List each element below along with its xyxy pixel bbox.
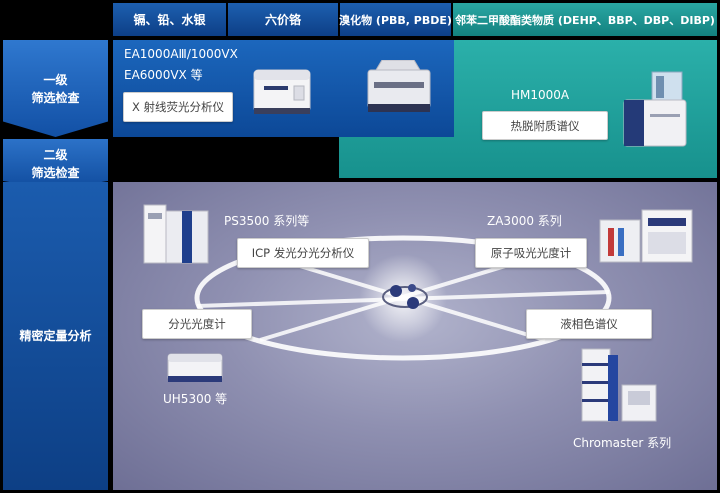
header-hexavalent-chromium: 六价铬 [228, 3, 338, 36]
za-instrument-image [599, 209, 693, 263]
analysis-ring-diagram [194, 235, 612, 361]
header-bromides: 溴化物 (PBB, PBDE) [339, 3, 452, 36]
spectrophotometer-label: 分光光度计 [142, 309, 252, 339]
xrf-models-line2: EA6000VX 等 [124, 68, 203, 82]
stage-second-screening: 二级 筛选检查 [3, 139, 108, 189]
stage-precise-analysis: 精密定量分析 [3, 182, 108, 490]
hplc-label: 液相色谱仪 [526, 309, 652, 339]
stage-first-screening: 一级 筛选检查 [3, 40, 108, 137]
aas-label: 原子吸光光度计 [475, 238, 587, 268]
chromaster-instrument-image [581, 348, 657, 422]
xrf-instrument-ea6000-image [367, 60, 431, 112]
xrf-analyzer-label: X 射线荧光分析仪 [123, 92, 233, 122]
hm-label: 热脱附质谱仪 [482, 111, 608, 140]
header-phthalates: 邻苯二甲酸酯类物质 (DEHP、BBP、DBP、DIBP) [453, 3, 717, 36]
za-model: ZA3000 系列 [487, 214, 562, 228]
chroma-model: Chromaster 系列 [573, 436, 672, 450]
xrf-instrument-ea1000-image [253, 69, 311, 114]
uh-model: UH5300 等 [163, 392, 228, 406]
xrf-models-line1: EA1000AⅢ/1000VX [124, 47, 238, 61]
ps-model: PS3500 系列等 [224, 214, 310, 228]
hm-instrument-image [623, 71, 687, 147]
uh-instrument-image [167, 353, 223, 382]
icp-label: ICP 发光分光分析仪 [237, 238, 369, 268]
ps-instrument-image [143, 204, 209, 264]
hm-model: HM1000A [511, 88, 570, 102]
header-cd-pb-hg: 镉、铅、水银 [113, 3, 226, 36]
